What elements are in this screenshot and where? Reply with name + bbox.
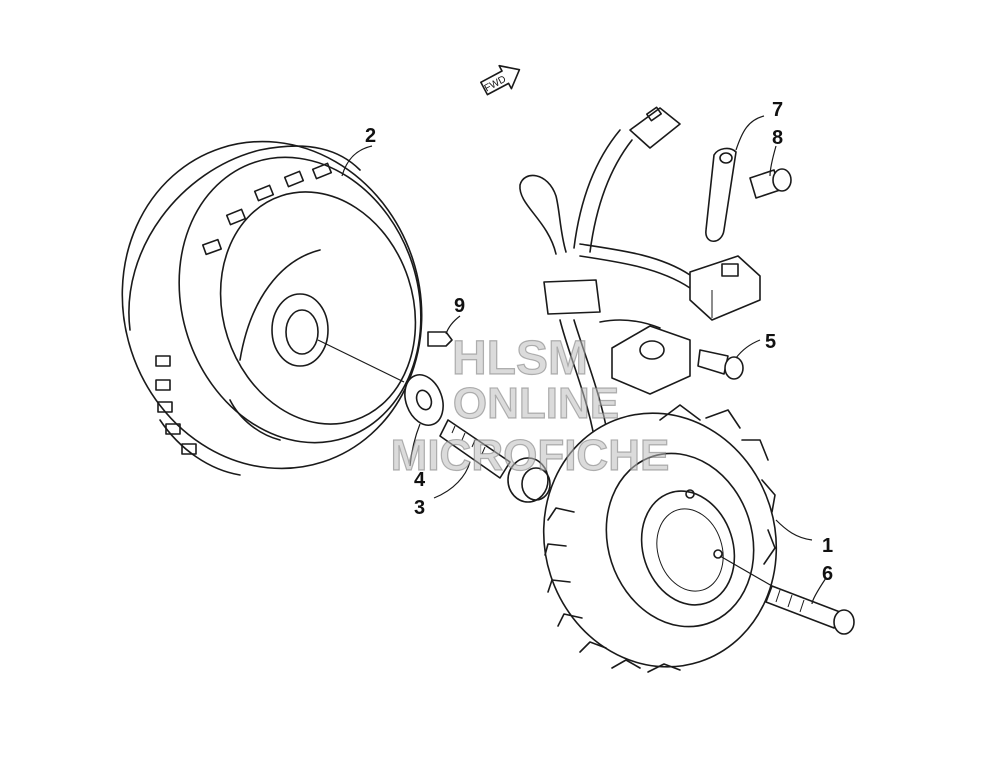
callout-7: 7: [772, 99, 783, 121]
callout-8: 8: [772, 127, 783, 149]
callout-leaders: [341, 115, 827, 605]
cable-clamp: [705, 147, 737, 243]
woodruff-key: [427, 331, 453, 347]
watermark: HLSM ONLINE MICROFICHE: [390, 331, 670, 480]
stator-screw: [765, 585, 855, 635]
callout-9: 9: [454, 295, 465, 317]
callout-5: 5: [765, 331, 776, 353]
fwd-arrow-label: FWD: [483, 74, 508, 94]
forward-direction-arrow: FWD: [480, 64, 521, 96]
washer: [404, 374, 444, 426]
callout-6: 6: [822, 563, 833, 585]
callout-1: 1: [822, 535, 833, 557]
watermark-line-3: MICROFICHE: [391, 431, 670, 480]
callout-3: 3: [414, 497, 425, 519]
clamp-screw: [749, 168, 792, 199]
harness-connector: [629, 106, 681, 149]
watermark-line-2: ONLINE: [453, 379, 619, 428]
callout-4: 4: [414, 469, 426, 491]
stator: [542, 404, 778, 673]
pulser-coil: [611, 325, 691, 395]
flywheel-bolt: [439, 419, 551, 503]
pulser-screw: [697, 349, 744, 380]
stator-connector-block: [689, 255, 761, 321]
watermark-line-1: HLSM: [452, 332, 588, 385]
callout-2: 2: [365, 125, 376, 147]
flywheel: [121, 140, 423, 476]
